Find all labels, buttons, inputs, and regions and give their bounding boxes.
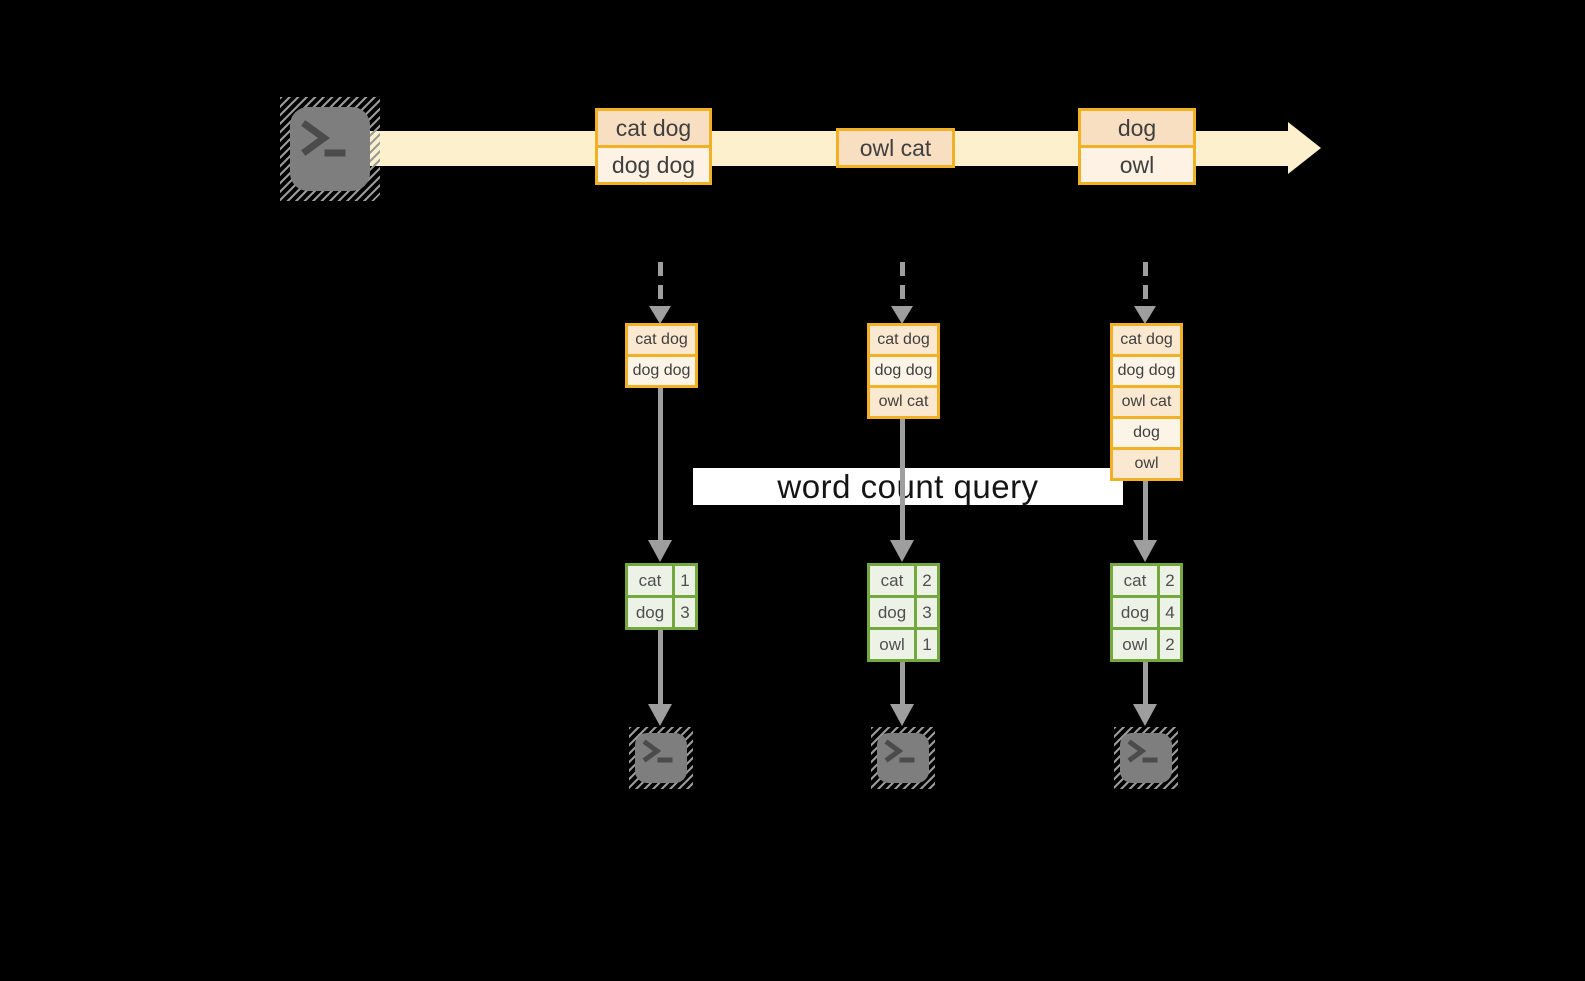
event-line: owl — [1081, 148, 1193, 182]
buffer-line: dog dog — [1113, 357, 1180, 385]
word-cell: owl — [870, 630, 914, 659]
buffer-line: dog — [1113, 419, 1180, 447]
terminal-prompt-icon — [301, 120, 346, 157]
ingest-arrowhead-1-icon — [649, 306, 671, 324]
query-banner: word count query — [693, 468, 1123, 505]
stream-arrowhead-icon — [1288, 122, 1321, 174]
word-cell: dog — [870, 598, 914, 627]
emit-arrowhead-1-icon — [648, 704, 672, 726]
count-cell: 4 — [1160, 598, 1180, 627]
count-table-2: cat 2 dog 3 owl 1 — [867, 563, 940, 662]
word-cell: dog — [628, 598, 672, 627]
terminal-prompt-icon — [642, 739, 673, 763]
buffer-stack-1: cat dog dog dog — [625, 323, 698, 388]
query-arrow-3 — [1143, 481, 1148, 540]
event-box-2: owl cat — [836, 128, 955, 168]
ingest-arrow-3 — [1143, 262, 1148, 306]
query-arrow-1 — [658, 388, 663, 540]
count-cell: 3 — [675, 598, 695, 627]
buffer-line: owl cat — [1113, 388, 1180, 416]
event-line: dog — [1081, 111, 1193, 145]
word-cell: cat — [628, 566, 672, 595]
word-cell: cat — [1113, 566, 1157, 595]
emit-arrow-1 — [658, 630, 663, 704]
event-line: dog dog — [598, 148, 709, 182]
count-table-1: cat 1 dog 3 — [625, 563, 698, 630]
ingest-arrowhead-2-icon — [891, 306, 913, 324]
query-arrowhead-1-icon — [648, 540, 672, 562]
event-box-1: cat dog dog dog — [595, 108, 712, 185]
source-terminal-icon — [280, 97, 380, 201]
count-table-3: cat 2 dog 4 owl 2 — [1110, 563, 1183, 662]
event-line: cat dog — [598, 111, 709, 145]
count-cell: 2 — [1160, 566, 1180, 595]
count-cell: 1 — [675, 566, 695, 595]
word-cell: owl — [1113, 630, 1157, 659]
emit-arrow-2 — [900, 662, 905, 704]
sink-terminal-1-icon — [629, 727, 693, 789]
count-cell: 2 — [917, 566, 937, 595]
word-cell: cat — [870, 566, 914, 595]
count-cell: 2 — [1160, 630, 1180, 659]
count-cell: 3 — [917, 598, 937, 627]
event-line: owl cat — [839, 131, 952, 165]
query-banner-label: word count query — [777, 467, 1039, 505]
word-cell: dog — [1113, 598, 1157, 627]
emit-arrowhead-2-icon — [890, 704, 914, 726]
buffer-line: owl — [1113, 450, 1180, 478]
ingest-arrowhead-3-icon — [1134, 306, 1156, 324]
event-box-3: dog owl — [1078, 108, 1196, 185]
terminal-prompt-icon — [884, 739, 915, 763]
query-arrow-2 — [900, 419, 905, 540]
buffer-line: cat dog — [628, 326, 695, 354]
buffer-line: cat dog — [870, 326, 937, 354]
ingest-arrow-2 — [900, 262, 905, 306]
buffer-line: dog dog — [628, 357, 695, 385]
ingest-arrow-1 — [658, 262, 663, 306]
count-cell: 1 — [917, 630, 937, 659]
buffer-stack-2: cat dog dog dog owl cat — [867, 323, 940, 419]
buffer-line: dog dog — [870, 357, 937, 385]
buffer-line: cat dog — [1113, 326, 1180, 354]
buffer-stack-3: cat dog dog dog owl cat dog owl — [1110, 323, 1183, 481]
query-arrowhead-2-icon — [890, 540, 914, 562]
sink-terminal-2-icon — [871, 727, 935, 789]
emit-arrow-3 — [1143, 662, 1148, 704]
emit-arrowhead-3-icon — [1133, 704, 1157, 726]
sink-terminal-3-icon — [1114, 727, 1178, 789]
terminal-prompt-icon — [1127, 739, 1158, 763]
query-arrowhead-3-icon — [1133, 540, 1157, 562]
buffer-line: owl cat — [870, 388, 937, 416]
